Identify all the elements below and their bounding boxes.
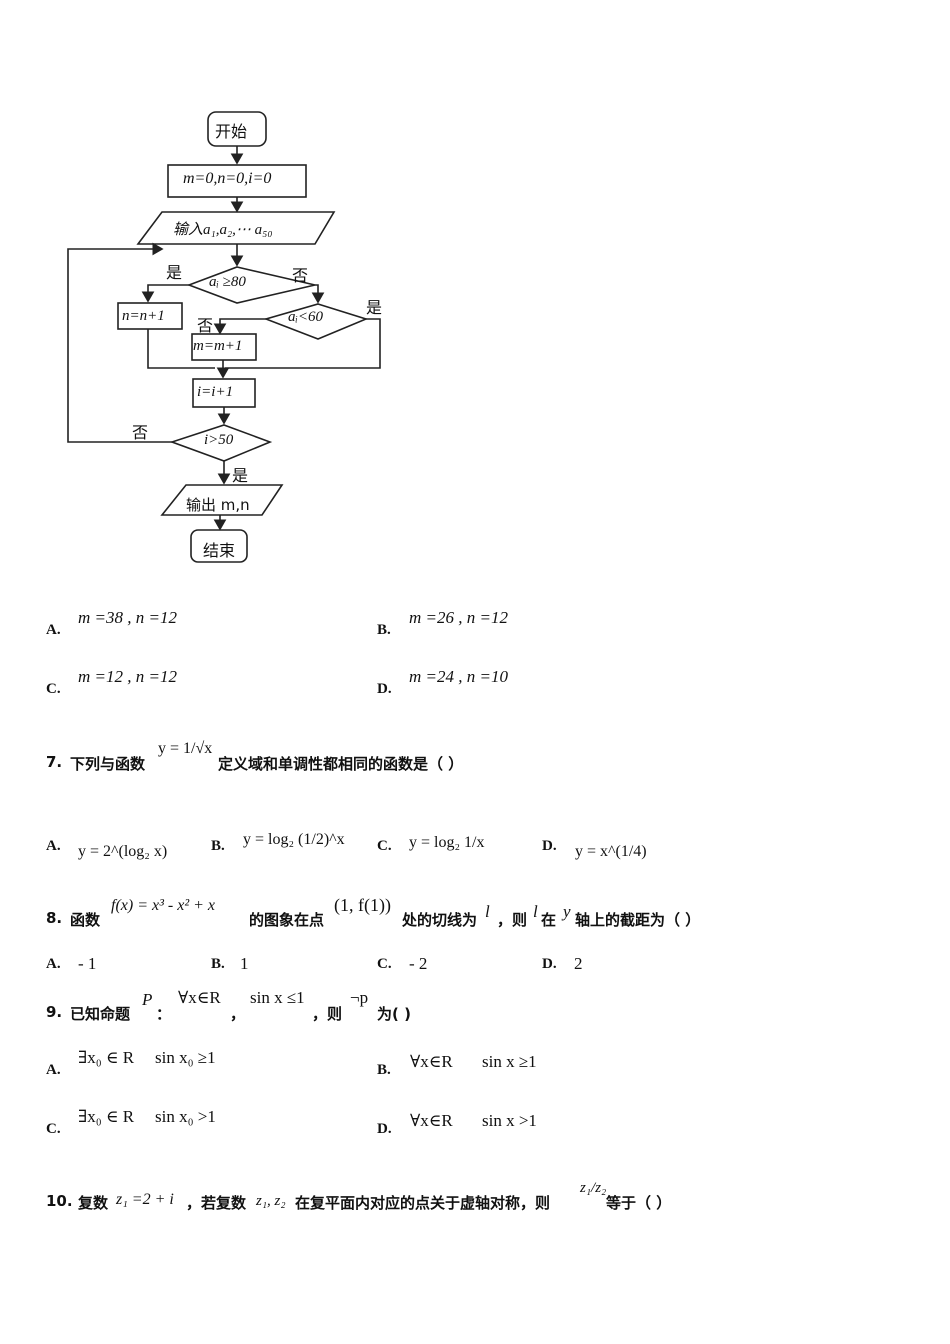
q9-option-a-c: sin x₀ ≥1 <box>155 1048 216 1067</box>
flowchart <box>67 111 381 563</box>
q6-option-d-letter: D. <box>377 681 392 697</box>
q8-option-b-text: 1 <box>240 954 249 973</box>
q9-option-a-letter: A. <box>46 1062 61 1078</box>
q9-comma: ， <box>230 1005 246 1023</box>
q8-point: (1, f(1)) <box>334 895 391 915</box>
q9-t3: 为( ) <box>377 1005 411 1023</box>
fc-output-label: 输出 m,n <box>186 496 250 514</box>
q8-number: 8. <box>46 909 63 927</box>
q10-t2: ，若复数 <box>186 1194 247 1212</box>
fc-yes3: 是 <box>232 466 249 485</box>
q10-frac: z₁/z₂ <box>580 1180 607 1196</box>
fc-yes1: 是 <box>166 263 183 282</box>
q6-option-d-text: m =24 , n =10 <box>409 667 508 686</box>
q9-option-d-letter: D. <box>377 1121 392 1137</box>
q8-func: f(x) = x³ - x² + x <box>111 897 216 914</box>
q9-colon: ： <box>156 1005 172 1023</box>
q7-prefix: 下列与函数 <box>70 755 146 773</box>
q9-notp: ¬p <box>350 988 369 1007</box>
fc-start-label: 开始 <box>215 122 248 141</box>
fc-no1: 否 <box>292 266 309 285</box>
q10-t1: 复数 <box>78 1194 109 1212</box>
q6-option-a-text: m =38 , n =12 <box>78 608 177 627</box>
q7-number: 7. <box>46 753 63 771</box>
fc-cond3-label: i>50 <box>204 432 234 448</box>
fc-cond2-label: aᵢ<60 <box>288 309 323 325</box>
end-box <box>190 529 248 563</box>
q8-t5: 在 <box>541 911 557 929</box>
q9-t2: ，则 <box>312 1005 343 1023</box>
q6-option-a-letter: A. <box>46 622 61 638</box>
q9-option-d-c: sin x >1 <box>482 1111 537 1130</box>
q7-suffix: 定义域和单调性都相同的函数是（ ） <box>218 755 464 773</box>
q6-option-b-letter: B. <box>377 622 391 638</box>
decision-ai-ge-80 <box>186 266 316 304</box>
q9-option-b-c: sin x ≥1 <box>482 1052 537 1071</box>
q9-t1: 已知命题 <box>70 1005 131 1023</box>
q7-option-b-letter: B. <box>211 838 225 854</box>
q8-l2: l <box>533 902 538 921</box>
q10-t4: 等于（ ） <box>606 1194 672 1212</box>
q10-z1: z₁ =2 + i <box>116 1191 174 1208</box>
fc-inc-n-label: n=n+1 <box>122 308 165 324</box>
fc-yes2: 是 <box>366 298 383 317</box>
q8-t4: ，则 <box>497 911 528 929</box>
inc-m-box <box>191 333 257 361</box>
fc-inc-i-label: i=i+1 <box>197 384 234 400</box>
q8-option-d-text: 2 <box>574 954 583 973</box>
input-box <box>136 211 336 245</box>
q6-option-c-letter: C. <box>46 681 61 697</box>
q8-y: y <box>563 902 571 921</box>
q7-option-d-letter: D. <box>542 838 557 854</box>
fc-end-label: 结束 <box>203 541 236 560</box>
q6-option-c-text: m =12 , n =12 <box>78 667 177 686</box>
q9-sin: sin x ≤1 <box>250 988 305 1007</box>
q9-p: P <box>142 990 153 1009</box>
fc-no3: 否 <box>132 423 149 442</box>
q9-option-c-q: ∃x₀ ∈ R <box>78 1107 135 1126</box>
q7-option-c-text: y = log₂ 1/x <box>409 834 485 851</box>
q8-t2: 的图象在点 <box>249 911 325 929</box>
q10-z1z2: z₁, z₂ <box>256 1193 286 1209</box>
q7-func: y = 1/√x <box>158 740 213 757</box>
output-box <box>160 484 284 516</box>
q9-option-d-q: ∀x∈R <box>410 1111 453 1130</box>
fc-no2: 否 <box>197 316 214 335</box>
fc-init-label: m=0,n=0,i=0 <box>183 170 272 187</box>
q9-option-c-c: sin x₀ >1 <box>155 1107 216 1126</box>
q8-l: l <box>485 902 490 921</box>
q8-t3: 处的切线为 <box>402 911 478 929</box>
q10-t3: 在复平面内对应的点关于虚轴对称，则 <box>295 1194 551 1212</box>
q9-option-c-letter: C. <box>46 1121 61 1137</box>
q9-option-a-q: ∃x₀ ∈ R <box>78 1048 135 1067</box>
q7-option-b-text: y = log₂ (1/2)^x <box>243 831 345 848</box>
fc-input-label: 输入a₁,a₂,⋯ a₅₀ <box>173 222 273 238</box>
q8-t6: 轴上的截距为（ ） <box>575 911 701 929</box>
fc-cond1-label: aᵢ ≥80 <box>209 274 246 290</box>
q9-forall: ∀x∈R <box>178 988 221 1007</box>
q8-option-a-text: - 1 <box>78 954 97 973</box>
fc-inc-m-label: m=m+1 <box>193 338 243 354</box>
q7-option-a-letter: A. <box>46 838 61 854</box>
decision-ai-lt-60 <box>263 303 369 340</box>
q7-option-c-letter: C. <box>377 838 392 854</box>
q8-t1: 函数 <box>70 911 101 929</box>
q9-option-b-letter: B. <box>377 1062 391 1078</box>
inc-n-box <box>117 302 183 330</box>
q8-option-a-letter: A. <box>46 956 61 972</box>
q8-option-c-text: - 2 <box>409 954 428 973</box>
q9-option-b-q: ∀x∈R <box>410 1052 453 1071</box>
q10-number: 10. <box>46 1192 73 1210</box>
q9-number: 9. <box>46 1003 63 1021</box>
q8-option-d-letter: D. <box>542 956 557 972</box>
q8-option-c-letter: C. <box>377 956 392 972</box>
q8-option-b-letter: B. <box>211 956 225 972</box>
q7-option-a-text: y = 2^(log₂ x) <box>78 843 168 860</box>
q6-option-b-text: m =26 , n =12 <box>409 608 508 627</box>
q7-option-d-text: y = x^(1/4) <box>575 843 647 860</box>
